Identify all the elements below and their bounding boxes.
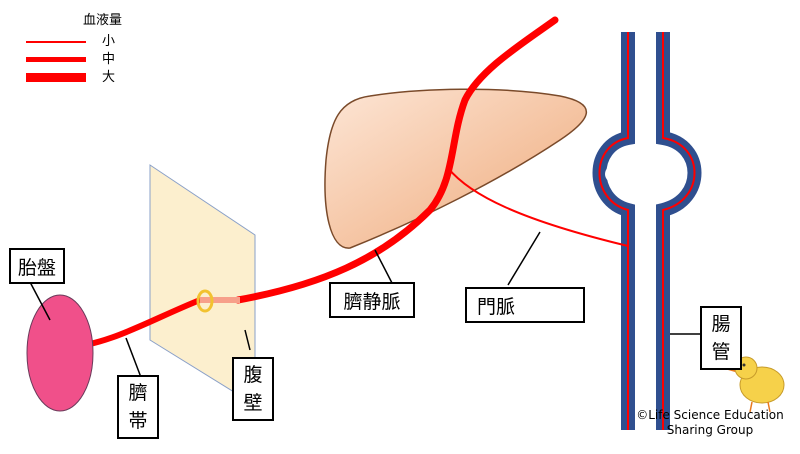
label-intestine-text-2: 管 xyxy=(711,341,731,363)
copyright-credit: ©Life Science Education Sharing Group xyxy=(630,408,790,438)
legend-row-large: 大 xyxy=(22,70,162,86)
legend-row-medium: 中 xyxy=(22,52,162,68)
leader-placenta xyxy=(29,281,51,321)
label-portal-vein-text: 門脈 xyxy=(477,295,516,318)
label-umbilical-cord-text-2: 帯 xyxy=(128,410,148,432)
label-abdominal-wall-text-1: 腹 xyxy=(243,364,263,386)
intestine-lumen xyxy=(605,156,685,192)
label-abdominal-wall-text-2: 壁 xyxy=(243,392,263,414)
label-intestine-text-1: 腸 xyxy=(711,313,731,335)
intestine-vessel-right xyxy=(662,32,696,430)
leader-umbilical-cord xyxy=(125,337,143,381)
label-intestine: 腸 管 xyxy=(700,306,742,370)
label-placenta: 胎盤 xyxy=(9,248,65,284)
intestine-right-wall xyxy=(656,32,702,430)
liver xyxy=(324,88,587,249)
legend-row-small: 小 xyxy=(22,34,162,50)
legend-label-large: 大 xyxy=(102,70,116,85)
legend-title: 血液量 xyxy=(83,13,123,28)
label-umbilical-vein: 臍静脈 xyxy=(329,282,415,318)
legend-label-small: 小 xyxy=(102,34,116,49)
leader-portal-vein xyxy=(507,231,541,286)
label-abdominal-wall: 腹 壁 xyxy=(232,357,274,421)
legend-line-large xyxy=(26,73,86,82)
leader-umbilical-vein xyxy=(374,249,393,284)
umbilicus-ring xyxy=(196,289,214,313)
label-placenta-text: 胎盤 xyxy=(17,256,56,279)
intestine-vessel-left xyxy=(598,32,629,430)
credit-line-1: ©Life Science Education xyxy=(636,408,784,422)
umbilical-vein xyxy=(234,16,559,304)
credit-line-2: Sharing Group xyxy=(666,423,754,437)
label-umbilical-cord-text-1: 臍 xyxy=(128,382,148,404)
legend-line-medium xyxy=(26,57,86,62)
label-portal-vein: 門脈 xyxy=(465,287,585,323)
intestine-left-wall xyxy=(592,32,635,430)
label-umbilical-vein-text: 臍静脈 xyxy=(343,290,401,313)
portal-vein xyxy=(447,167,629,247)
legend-line-small xyxy=(26,41,86,43)
leader-abdominal-wall xyxy=(244,329,251,351)
legend-label-medium: 中 xyxy=(102,52,116,67)
placenta xyxy=(26,294,94,412)
label-umbilical-cord: 臍 帯 xyxy=(117,375,159,439)
